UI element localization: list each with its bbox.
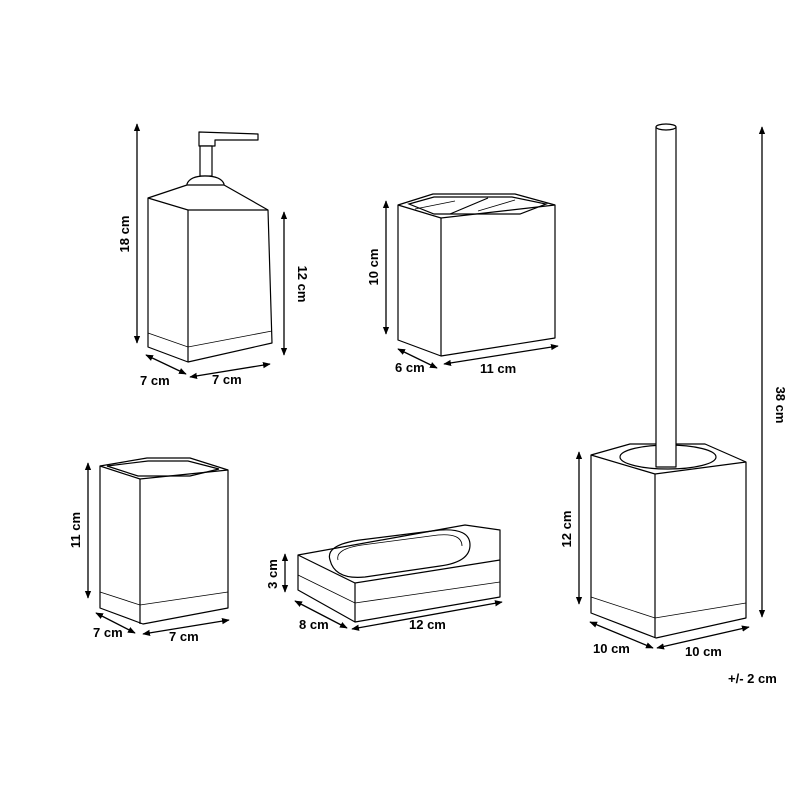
label-width-7b: 7 cm — [169, 629, 199, 644]
dim-depth-7b — [95, 612, 136, 634]
dim-width-7b — [142, 618, 230, 636]
tumbler: 11 cm 7 cm 7 cm — [68, 457, 230, 644]
label-depth-8: 8 cm — [299, 617, 329, 632]
label-height-11: 11 cm — [68, 512, 83, 548]
label-width-12: 12 cm — [409, 617, 446, 632]
label-height-18: 18 cm — [117, 216, 132, 253]
soap-dispenser: 18 cm 12 cm 7 cm 7 cm — [117, 123, 310, 388]
label-depth-7: 7 cm — [140, 373, 170, 388]
toothbrush-holder: 10 cm 6 cm 11 cm — [366, 193, 559, 376]
dispenser-body — [147, 184, 273, 363]
label-depth-7b: 7 cm — [93, 625, 123, 640]
pump-nozzle — [198, 131, 259, 147]
dish-recess — [328, 529, 471, 578]
soap-dish: 3 cm 8 cm 12 cm — [265, 524, 503, 632]
label-body-height-12: 12 cm — [295, 266, 310, 303]
label-width-10: 10 cm — [685, 644, 722, 659]
dim-width-12 — [351, 600, 503, 631]
dim-width-7 — [189, 362, 271, 379]
dim-width-10 — [656, 625, 750, 650]
dish-body — [297, 524, 501, 623]
dim-width-11 — [443, 344, 559, 366]
tumbler-body — [99, 457, 229, 625]
label-depth-10: 10 cm — [593, 641, 630, 656]
dim-depth-8 — [294, 600, 348, 629]
toilet-brush: 38 cm 12 cm 10 cm 10 cm — [559, 123, 788, 659]
label-holder-height-12: 12 cm — [559, 511, 574, 548]
dim-depth-6 — [397, 348, 438, 369]
label-height-10: 10 cm — [366, 249, 381, 286]
label-depth-6: 6 cm — [395, 360, 425, 375]
label-height-38: 38 cm — [773, 387, 788, 424]
dim-depth-10 — [589, 621, 654, 649]
brush-handle — [655, 126, 677, 468]
label-width-11: 11 cm — [480, 361, 516, 376]
holder-body — [397, 193, 556, 357]
tolerance-note: +/- 2 cm — [728, 671, 777, 686]
label-height-3: 3 cm — [265, 559, 280, 589]
label-width-7: 7 cm — [212, 372, 242, 387]
brush-holder — [590, 443, 747, 639]
dim-depth-7 — [145, 354, 187, 375]
pump-stem — [199, 145, 213, 177]
